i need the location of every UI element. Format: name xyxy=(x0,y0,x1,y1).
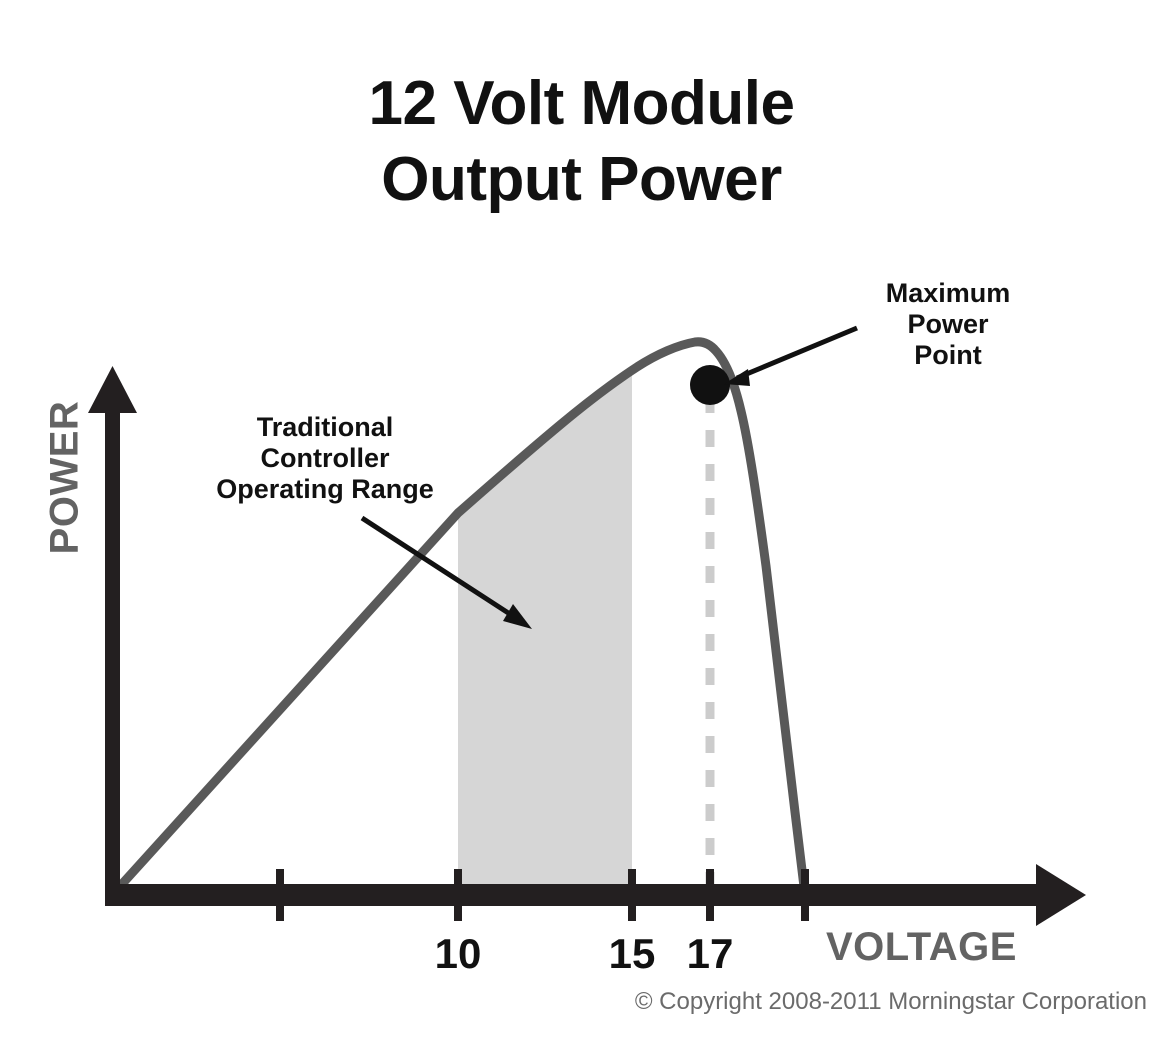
traditional-range-leader-line xyxy=(360,515,532,629)
traditional-range-label-line-1: Traditional xyxy=(256,412,394,442)
x-axis-ticks xyxy=(276,869,809,921)
x-tick-unlabeled-left xyxy=(276,869,284,921)
traditional-range-band xyxy=(458,370,632,895)
x-tick-10 xyxy=(454,869,462,921)
x-tick-15 xyxy=(628,869,636,921)
power-curve xyxy=(108,337,810,900)
traditional-range-label-line-3: Operating Range xyxy=(216,474,434,504)
y-axis xyxy=(88,366,137,899)
x-tick-label-15: 15 xyxy=(608,930,656,977)
maximum-power-point-marker xyxy=(690,365,730,405)
y-axis-label: POWER xyxy=(42,400,87,555)
copyright-notice: © Copyright 2008-2011 Morningstar Corpor… xyxy=(634,988,1147,1015)
x-tick-unlabeled-right xyxy=(801,869,809,921)
mpp-label-line-1: Maximum xyxy=(885,278,1011,308)
x-tick-17 xyxy=(706,869,714,921)
x-axis-label: VOLTAGE xyxy=(826,925,1017,969)
maximum-power-point-label: Maximum Power Point xyxy=(838,278,1058,371)
mpp-label-line-2: Power xyxy=(907,309,989,339)
x-tick-label-17: 17 xyxy=(686,930,734,977)
traditional-range-label-line-2: Controller xyxy=(260,443,390,473)
mpp-leader-line xyxy=(724,325,858,386)
mpp-label-line-3: Point xyxy=(914,340,982,370)
traditional-range-label: Traditional Controller Operating Range xyxy=(160,412,490,505)
x-axis xyxy=(105,864,1086,926)
x-tick-label-10: 10 xyxy=(434,930,482,977)
